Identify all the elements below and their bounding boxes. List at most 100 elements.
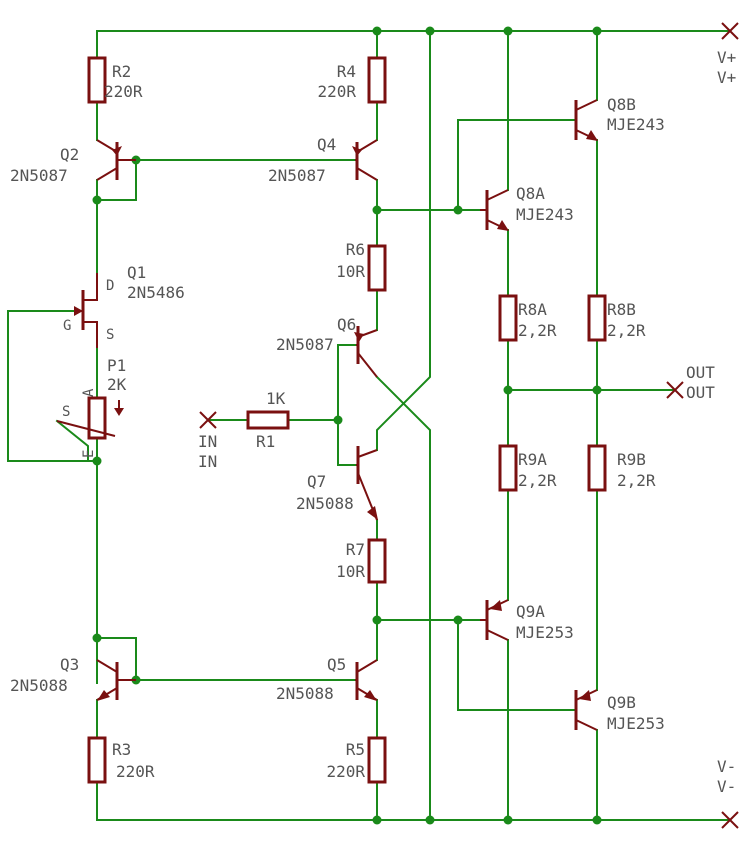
q4-part: 2N5087 <box>268 166 326 185</box>
q9a-name: Q9A <box>516 602 545 621</box>
p1-pin-a: A <box>81 388 97 397</box>
p1-value: 2K <box>107 375 127 394</box>
wire-q9b-base <box>457 619 576 711</box>
input-label-2: IN <box>198 452 217 471</box>
resistor-r4-symbol <box>367 56 387 104</box>
junction <box>92 456 102 466</box>
q8b-part: MJE243 <box>607 115 665 134</box>
output-terminal-icon <box>666 381 684 399</box>
q5-name: Q5 <box>327 655 346 674</box>
resistor-r3-symbol <box>87 736 107 784</box>
vminus-terminal-icon <box>721 811 739 829</box>
resistor-r9a-symbol <box>498 444 518 492</box>
resistor-r8b-symbol <box>587 294 607 342</box>
p1-pin-e: E <box>81 450 97 458</box>
output-label-1: OUT <box>686 363 715 382</box>
q1-pin-s: S <box>106 327 114 343</box>
q3-part: 2N5088 <box>10 676 68 695</box>
transistor-q5-symbol <box>355 659 378 701</box>
r2-name: R2 <box>112 62 131 81</box>
q4-name: Q4 <box>317 135 336 154</box>
junctions <box>92 26 602 825</box>
wire-cross-a <box>375 375 431 821</box>
transistor-q6-symbol <box>354 326 378 378</box>
vminus-label-2: V- <box>717 777 736 796</box>
r3-name: R3 <box>112 740 131 759</box>
junction <box>592 815 602 825</box>
vplus-terminal-icon <box>721 22 739 40</box>
transistor-q1-symbol <box>74 273 98 348</box>
junction <box>592 26 602 36</box>
p1-pin-s: S <box>62 404 70 420</box>
q8a-name: Q8A <box>516 184 545 203</box>
transistor-q7-symbol <box>356 446 378 521</box>
resistor-r5-symbol <box>367 736 387 784</box>
q1-part: 2N5486 <box>127 283 185 302</box>
r3-value: 220R <box>116 762 155 781</box>
r5-value: 220R <box>326 762 365 781</box>
junction <box>372 26 382 36</box>
resistor-r2-symbol <box>87 56 107 104</box>
r6-name: R6 <box>346 240 365 259</box>
wire-pot-wiper <box>55 419 89 462</box>
r8b-value: 2,2R <box>607 321 646 340</box>
q3-name: Q3 <box>60 655 79 674</box>
r7-name: R7 <box>346 540 365 559</box>
junction <box>372 815 382 825</box>
r8a-name: R8A <box>518 300 547 319</box>
junction <box>372 205 382 215</box>
junction <box>372 615 382 625</box>
junction <box>453 615 463 625</box>
terminals <box>199 22 739 829</box>
q5-part: 2N5088 <box>276 684 334 703</box>
vplus-label-1: V+ <box>717 48 736 67</box>
junction <box>592 385 602 395</box>
q6-name: Q6 <box>337 315 356 334</box>
wire-q2-diode <box>96 159 137 201</box>
q8b-name: Q8B <box>607 95 636 114</box>
q9b-name: Q9B <box>607 693 636 712</box>
resistor-r1-symbol <box>246 410 290 430</box>
junction <box>503 815 513 825</box>
transistor-q9a-symbol <box>480 599 509 641</box>
transistor-q8b-symbol <box>574 99 598 141</box>
resistor-r7-symbol <box>367 538 387 584</box>
r8b-name: R8B <box>607 300 636 319</box>
junction <box>92 633 102 643</box>
q9a-part: MJE253 <box>516 623 574 642</box>
junction <box>333 415 343 425</box>
junction <box>425 26 435 36</box>
wire-q8b-base <box>457 119 576 211</box>
q1-pin-g: G <box>63 318 71 334</box>
resistor-r8a-symbol <box>498 294 518 342</box>
resistor-r9b-symbol <box>587 444 607 492</box>
junction <box>503 26 513 36</box>
junction <box>92 195 102 205</box>
r9a-value: 2,2R <box>518 471 557 490</box>
junction <box>453 205 463 215</box>
junction <box>425 815 435 825</box>
transistor-q9b-symbol <box>574 689 598 731</box>
r5-name: R5 <box>346 740 365 759</box>
resistor-r6-symbol <box>367 244 387 292</box>
r7-value: 10R <box>336 562 365 581</box>
q7-name: Q7 <box>307 472 326 491</box>
input-label-1: IN <box>198 432 217 451</box>
q2-name: Q2 <box>60 145 79 164</box>
transistor-q4-symbol <box>352 139 378 181</box>
transistors <box>74 99 598 731</box>
q8a-part: MJE243 <box>516 205 574 224</box>
r9a-name: R9A <box>518 450 547 469</box>
input-terminal-icon <box>199 411 217 429</box>
labels: V+ V+ V- V- IN IN OUT OUT R2 220R R4 220… <box>10 48 736 796</box>
transistor-q2-symbol <box>96 139 136 181</box>
resistors <box>87 56 607 784</box>
q6-part: 2N5087 <box>276 335 334 354</box>
q1-pin-d: D <box>106 278 114 294</box>
wire-q3-diode <box>96 637 137 681</box>
output-label-2: OUT <box>686 383 715 402</box>
p1-name: P1 <box>107 356 126 375</box>
q9b-part: MJE253 <box>607 714 665 733</box>
vplus-label-2: V+ <box>717 68 736 87</box>
